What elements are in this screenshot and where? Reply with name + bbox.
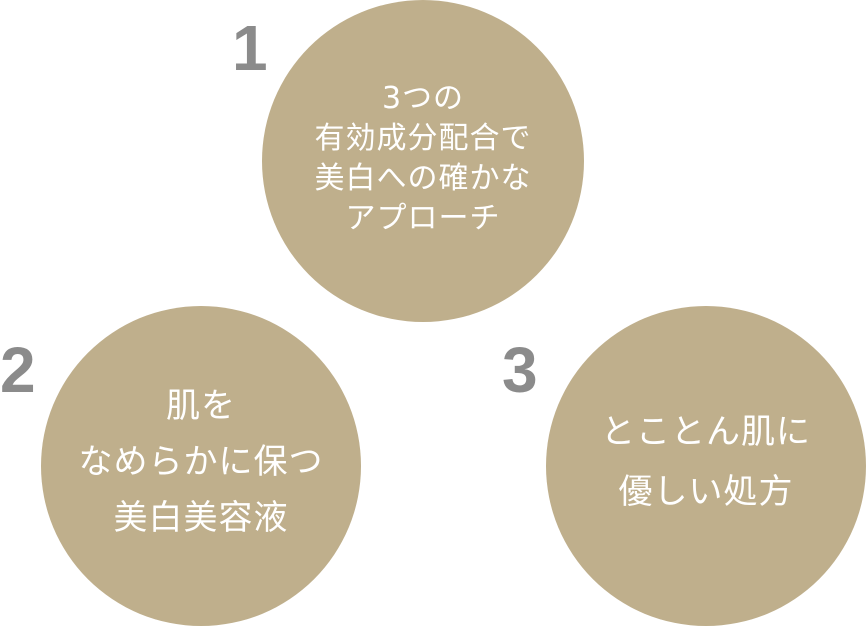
feature-3-number: 3 — [502, 334, 538, 406]
feature-1-text: 3つの 有効成分配合で 美白への確かな アプローチ — [315, 79, 532, 239]
feature-1-number: 1 — [232, 12, 268, 84]
feature-1-line: 美白への確かな — [314, 161, 532, 196]
feature-2-line: 肌を — [166, 386, 236, 426]
feature-2-circle: 肌を なめらかに保つ 美白美容液 — [41, 306, 361, 626]
feature-1-line: アプローチ — [345, 201, 501, 236]
feature-3-line: とことん肌に — [601, 412, 811, 452]
feature-1-line: 3つの — [381, 81, 465, 116]
feature-1-line: 有効成分配合で — [314, 121, 532, 156]
feature-1-circle: 3つの 有効成分配合で 美白への確かな アプローチ — [262, 0, 584, 322]
feature-3-circle: とことん肌に 優しい処方 — [546, 306, 866, 626]
feature-3-text: とことん肌に 優しい処方 — [601, 402, 811, 522]
feature-2-line: 美白美容液 — [113, 498, 289, 538]
feature-2-text: 肌を なめらかに保つ 美白美容液 — [79, 378, 324, 546]
feature-2-line: なめらかに保つ — [78, 442, 324, 482]
feature-2-number: 2 — [0, 334, 36, 406]
feature-3-line: 優しい処方 — [618, 472, 794, 512]
